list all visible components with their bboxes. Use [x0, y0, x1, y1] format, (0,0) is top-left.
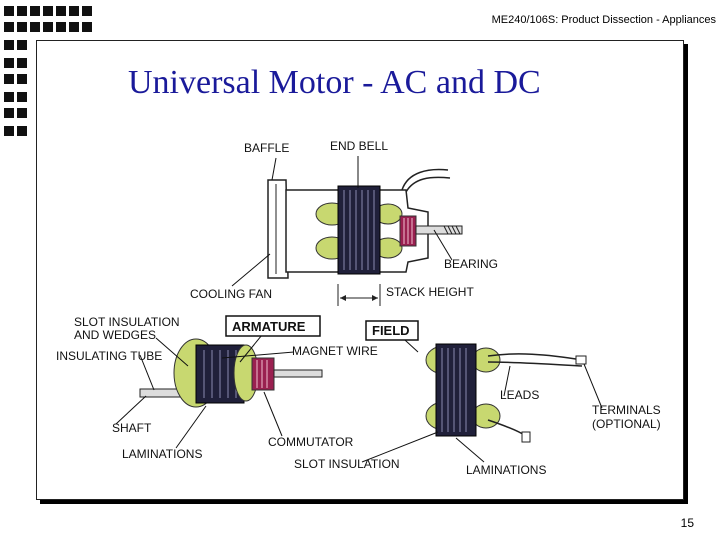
label-slot-insulation-wedges-line1: SLOT INSULATION [74, 315, 180, 329]
label-magnet-wire: MAGNET WIRE [292, 344, 378, 358]
field-label-box [365, 320, 419, 341]
page-title: Universal Motor - AC and DC [128, 64, 541, 101]
label-baffle: BAFFLE [244, 141, 289, 155]
motor-diagram: BAFFLE END BELL BEARING COOLING FAN STAC… [56, 139, 661, 477]
armature-drawing [139, 338, 323, 408]
corner-squares-decoration [4, 6, 92, 136]
label-commutator: COMMUTATOR [268, 435, 354, 449]
label-insulating-tube: INSULATING TUBE [56, 349, 162, 363]
label-leads: LEADS [500, 388, 539, 402]
label-shaft: SHAFT [112, 421, 152, 435]
course-header: ME240/106S: Product Dissection - Applian… [491, 14, 716, 26]
label-slot-insulation: SLOT INSULATION [294, 457, 400, 471]
label-terminals-line1: TERMINALS [592, 403, 661, 417]
label-field: FIELD [372, 323, 410, 338]
field-drawing [425, 343, 587, 443]
label-cooling-fan: COOLING FAN [190, 287, 272, 301]
label-armature: ARMATURE [232, 319, 306, 334]
label-bearing: BEARING [444, 257, 498, 271]
label-laminations-right: LAMINATIONS [466, 463, 546, 477]
label-end-bell: END BELL [330, 139, 388, 153]
label-terminals-line2: (OPTIONAL) [592, 417, 661, 431]
label-slot-insulation-wedges-line2: AND WEDGES [74, 328, 156, 342]
assembled-motor [267, 168, 463, 306]
armature-label-box [225, 315, 321, 337]
label-laminations-left: LAMINATIONS [122, 447, 202, 461]
label-stack-height: STACK HEIGHT [386, 285, 474, 299]
page-number: 15 [680, 516, 694, 530]
